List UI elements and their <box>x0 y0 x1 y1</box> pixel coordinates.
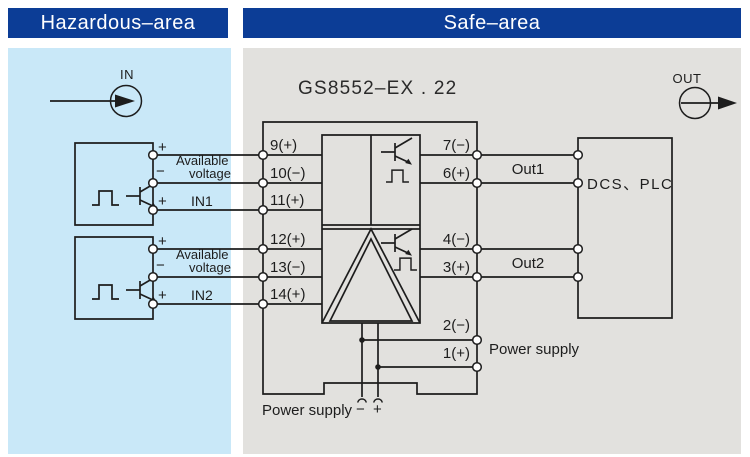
terminal-10: 10(−) <box>270 165 306 182</box>
device-model: GS8552–EX . 22 <box>298 78 458 99</box>
sensor-1-box <box>75 143 158 225</box>
input1-available: Available <box>176 153 229 168</box>
safe-area-header: Safe–area <box>243 8 741 38</box>
out2-label: Out2 <box>511 255 545 272</box>
input1-minus: − <box>156 163 165 180</box>
terminal-11: 11(+) <box>270 192 305 209</box>
input2-available: Available <box>176 247 229 262</box>
input-wires <box>153 155 322 304</box>
input2-plus-bottom: + <box>158 287 167 304</box>
isolation-amplifier-triangle <box>322 229 420 323</box>
output-wires <box>362 155 578 367</box>
in-signal-icon <box>50 86 142 117</box>
terminal-9: 9(+) <box>270 137 298 154</box>
power-supply-bottom-label: Power supply <box>262 402 353 419</box>
terminal-circles <box>147 149 584 373</box>
input2-plus-top: + <box>158 233 167 250</box>
hazardous-area-header: Hazardous–area <box>8 8 228 38</box>
power-minus-label: − <box>356 401 365 418</box>
terminal-6: 6(+) <box>442 165 470 182</box>
power-supply-pins <box>358 323 383 403</box>
terminal-1: 1(+) <box>442 345 470 362</box>
input1-plus-bottom: + <box>158 193 167 210</box>
isolator-module <box>263 122 477 394</box>
terminal-3: 3(+) <box>442 259 470 276</box>
input1-plus-top: + <box>158 139 167 156</box>
safe-area-title: Safe–area <box>443 11 541 34</box>
npn-transistor-icon <box>380 137 413 166</box>
out1-label: Out1 <box>511 161 545 178</box>
dcs-plc-label: DCS、PLC <box>587 176 674 193</box>
pulse-icon <box>91 284 120 300</box>
power-supply-side-label: Power supply <box>489 341 580 358</box>
out-signal-icon <box>680 88 737 119</box>
input2-name: IN2 <box>191 287 213 303</box>
in-label: IN <box>120 67 134 82</box>
terminal-13: 13(−) <box>270 259 306 276</box>
input1-name: IN1 <box>191 193 213 209</box>
out-label: OUT <box>672 71 702 86</box>
input2-minus: − <box>156 257 165 274</box>
hazardous-area-title: Hazardous–area <box>40 11 196 34</box>
input2-voltage: voltage <box>189 260 231 275</box>
terminal-2: 2(−) <box>442 317 470 334</box>
pulse-icon <box>393 257 418 271</box>
input1-voltage: voltage <box>189 166 231 181</box>
terminal-7: 7(−) <box>442 137 470 154</box>
safe-area-panel <box>243 48 741 454</box>
sensor-2-box <box>75 237 158 319</box>
pulse-icon <box>91 190 120 206</box>
power-plus-label: + <box>373 401 382 418</box>
dcs-plc-box <box>578 138 672 318</box>
pulse-icon <box>385 169 410 183</box>
terminal-4: 4(−) <box>442 231 470 248</box>
terminal-12: 12(+) <box>270 231 306 248</box>
npn-transistor-icon <box>380 228 413 257</box>
terminal-14: 14(+) <box>270 286 306 303</box>
